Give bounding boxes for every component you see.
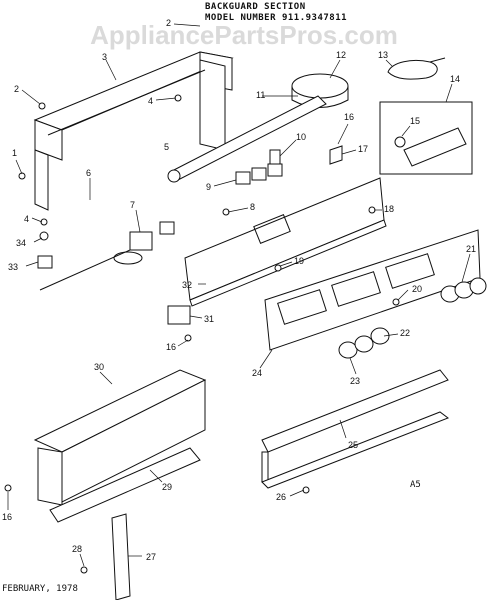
callout-23: 23 (350, 376, 360, 386)
callout-2b: 2 (14, 84, 19, 94)
callout-22: 22 (400, 328, 410, 338)
callout-13: 13 (378, 50, 388, 60)
switch-group-part (235, 149, 283, 185)
revision-date: FEBRUARY, 1978 (2, 584, 78, 594)
knob-set-part (440, 277, 487, 303)
callout-8: 8 (250, 202, 255, 212)
callout-32: 32 (182, 280, 192, 290)
callout-18: 18 (384, 204, 394, 214)
callout-6: 6 (86, 168, 91, 178)
callout-16: 16 (344, 112, 354, 122)
callout-11: 11 (256, 90, 265, 100)
callout-16b: 16 (166, 342, 176, 352)
rear-panel-part (33, 369, 207, 506)
callout-20: 20 (412, 284, 422, 294)
callout-28: 28 (72, 544, 82, 554)
vertical-strip-part (111, 513, 131, 600)
callout-9: 9 (206, 182, 211, 192)
callout-5: 5 (164, 142, 169, 152)
callout-26: 26 (276, 492, 286, 502)
callout-12: 12 (336, 50, 346, 60)
lower-rail-part (261, 369, 450, 489)
callout-4: 4 (148, 96, 153, 106)
callout-17: 17 (358, 144, 368, 154)
callout-labels: 2 3 2 4 1 5 6 4 34 33 11 12 13 14 15 16 … (2, 18, 476, 562)
callout-2: 2 (166, 18, 171, 28)
callout-27: 27 (146, 552, 156, 562)
watermark: AppliancePartsPros.com (90, 20, 398, 50)
wire-harness-part (387, 57, 446, 80)
callout-24: 24 (252, 368, 262, 378)
fluorescent-tube-part (167, 95, 327, 183)
callout-15: 15 (410, 116, 420, 126)
backguard-frame-part (33, 51, 234, 211)
callout-16c: 16 (2, 512, 12, 522)
callout-10: 10 (296, 132, 306, 142)
nameplate-box-part (379, 101, 473, 175)
callout-19: 19 (294, 256, 304, 266)
callout-4b: 4 (24, 214, 29, 224)
section-title: BACKGUARD SECTION (205, 2, 306, 12)
callout-7: 7 (130, 200, 135, 210)
callout-14: 14 (450, 74, 460, 84)
control-switch-part (39, 221, 175, 291)
callout-21: 21 (466, 244, 476, 254)
callout-31: 31 (204, 314, 214, 324)
callout-30: 30 (94, 362, 104, 372)
model-number: MODEL NUMBER 911.9347811 (205, 13, 348, 23)
callout-25: 25 (348, 440, 358, 450)
lower-trim-part (49, 447, 201, 523)
leader-lines (7, 23, 471, 567)
callout-1: 1 (12, 148, 17, 158)
page-code: A5 (410, 480, 421, 490)
callout-29: 29 (162, 482, 172, 492)
callout-33: 33 (8, 262, 18, 272)
callout-34: 34 (16, 238, 26, 248)
callout-3: 3 (102, 52, 107, 62)
small-plate-part (167, 305, 191, 325)
knob-pair-part (338, 327, 390, 359)
